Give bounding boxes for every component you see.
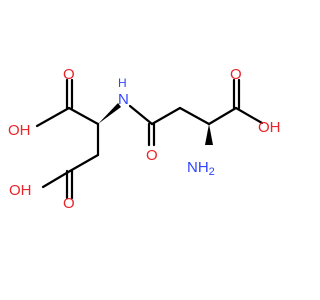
hydroxyl-left: OH bbox=[8, 122, 31, 139]
amide-nitrogen: N bbox=[118, 91, 129, 108]
right-residue-bonds bbox=[178, 78, 264, 145]
hydroxyl-right: OH bbox=[258, 119, 281, 136]
oxygen-top-right: O bbox=[230, 66, 242, 83]
bond-right-oh bbox=[234, 106, 264, 125]
oxygen-amide: O bbox=[146, 147, 158, 164]
amide-hydrogen: H bbox=[118, 76, 127, 90]
molecule-canvas: O OH N H O OH O O OH NH2 bbox=[8, 65, 281, 212]
oxygen-bottom-left: O bbox=[63, 195, 75, 212]
bond-n-to-amide-carbon bbox=[128, 104, 154, 126]
wedge-alpha-to-n bbox=[98, 103, 121, 124]
wedge-alpha-right-to-nh2 bbox=[205, 124, 213, 145]
amino-subscript: 2 bbox=[209, 166, 215, 178]
bond-beta-to-side-carboxyl bbox=[68, 153, 100, 173]
left-residue-bonds bbox=[35, 78, 100, 200]
bond-ch2-to-alpha-right bbox=[178, 106, 211, 126]
bond-left-carboxyl-oh bbox=[35, 106, 71, 128]
bond-left-carboxyl-to-alpha bbox=[67, 106, 100, 126]
atom-labels: O OH N H O OH O O OH NH2 bbox=[8, 66, 281, 212]
molecule-drawing: O OH N H O OH O O OH NH2 bbox=[8, 66, 281, 212]
bond-side-oh bbox=[41, 169, 72, 189]
oxygen-top-left: O bbox=[63, 66, 75, 83]
bond-amide-carbon-to-ch2 bbox=[150, 106, 182, 126]
amide-bonds bbox=[98, 103, 182, 147]
bond-alpha-right-to-carboxyl bbox=[207, 106, 238, 126]
amino-group: NH2 bbox=[187, 159, 215, 178]
hydroxyl-bottom-left: OH bbox=[9, 182, 32, 199]
